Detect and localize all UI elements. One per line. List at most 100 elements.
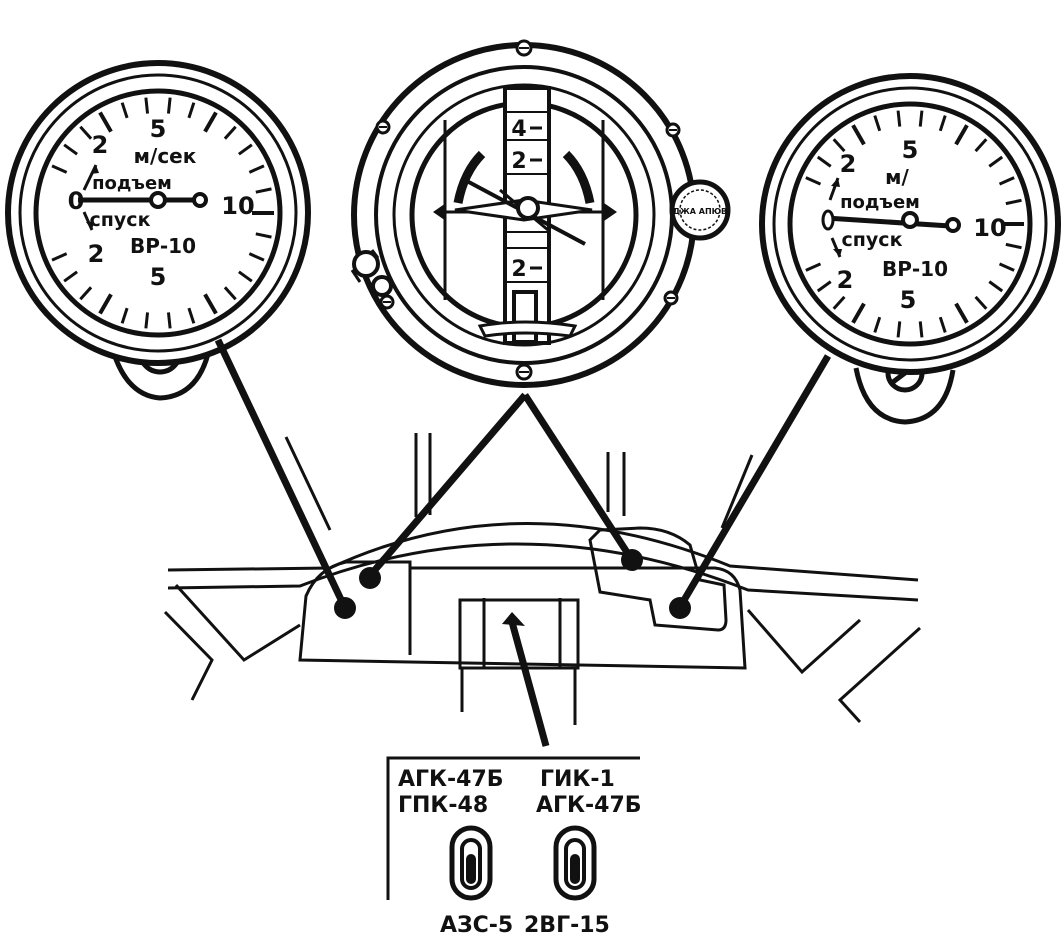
gauge-tick xyxy=(238,143,253,156)
left-gauge-climb: подъем xyxy=(92,173,172,194)
center-gauge-knob-text: ДЖА АПЮВ xyxy=(673,207,727,216)
gauge-tick xyxy=(51,252,68,262)
gauge-tick xyxy=(805,262,822,272)
gauge-tick xyxy=(98,111,113,133)
right-gauge-label-top: 5 xyxy=(902,136,919,164)
gauge-tick xyxy=(98,293,113,315)
gauge-tick xyxy=(51,164,68,174)
gauge-tick xyxy=(954,124,969,146)
switch-label-azs-5: АЗС-5 xyxy=(440,913,513,938)
gauge-tick xyxy=(223,286,237,301)
switch-panel-right-bottom: АГК-47Б xyxy=(536,793,642,818)
center-left-arc-scale xyxy=(453,150,486,204)
gauge-tick xyxy=(918,321,924,338)
gauge-tick xyxy=(873,316,882,333)
gauge-tick xyxy=(166,97,172,114)
left-gauge-mount xyxy=(105,329,215,401)
right-variometer: 5 2 2 5 10 м/ подъем спуск ВР-10 xyxy=(759,73,1061,425)
center-tape-label-2: 2 xyxy=(511,149,526,174)
gauge-tick xyxy=(255,187,272,194)
center-right-arc-scale xyxy=(562,150,595,204)
gauge-tick xyxy=(851,124,866,146)
gauge-tick xyxy=(954,302,969,324)
right-gauge-label-left-lower: 2 xyxy=(837,266,854,294)
center-tape-label-3: 2 xyxy=(511,257,526,282)
gauge-tick xyxy=(255,232,272,239)
gauge-tick xyxy=(120,102,129,119)
gauge-tick xyxy=(120,307,129,324)
leader-lines xyxy=(214,338,832,747)
center-gauge-screws xyxy=(375,39,681,381)
switch-azs-5[interactable] xyxy=(449,825,493,901)
right-gauge-ticks xyxy=(805,110,1024,338)
gauge-tick xyxy=(238,270,253,283)
gauge-tick xyxy=(144,312,150,329)
cockpit-panel-outline xyxy=(163,433,922,725)
left-gauge-label-top: 5 xyxy=(150,115,167,143)
left-gauge-label-bottom: 5 xyxy=(150,263,167,291)
gauge-tick xyxy=(851,302,866,324)
gauge-tick xyxy=(816,280,832,293)
switch-panel-left-top: АГК-47Б xyxy=(398,767,504,792)
left-gauge-label-right: 10 xyxy=(221,192,254,220)
right-gauge-label-right: 10 xyxy=(973,214,1006,242)
switch-label-2vg-15: 2ВГ-15 xyxy=(524,913,610,938)
gauge-tick xyxy=(144,97,150,114)
center-tape-label-1: 4 xyxy=(511,117,526,142)
gauge-tick xyxy=(203,111,218,133)
gauge-tick xyxy=(187,102,196,119)
center-attitude-indicator: 4 2 2 ДЖА АПЮВ xyxy=(350,39,731,388)
right-gauge-label-left-upper: 2 xyxy=(840,150,857,178)
gauge-tick xyxy=(223,125,237,140)
gauge-tick xyxy=(988,280,1004,293)
gauge-tick xyxy=(187,307,196,324)
right-gauge-label-bottom: 5 xyxy=(900,286,917,314)
gauge-tick xyxy=(63,270,78,283)
gauge-tick xyxy=(998,176,1015,186)
left-gauge-units: м/сек xyxy=(134,144,197,168)
switch-panel: АГК-47Б ГПК-48 ГИК-1 АГК-47Б АЗС-5 2ВГ-1… xyxy=(386,756,642,938)
left-gauge-label-zero: 0 xyxy=(68,187,85,215)
gauge-tick xyxy=(79,286,93,301)
gauge-tick xyxy=(998,262,1015,272)
gauge-tick xyxy=(918,110,924,127)
gauge-tick xyxy=(974,138,988,153)
right-gauge-climb: подъем xyxy=(840,192,920,213)
gauge-tick xyxy=(988,155,1004,168)
switch-panel-right-top: ГИК-1 xyxy=(540,767,615,792)
gauge-tick xyxy=(248,252,265,262)
gauge-tick xyxy=(974,295,988,310)
left-gauge-ticks xyxy=(51,97,274,329)
gauge-tick xyxy=(166,312,172,329)
gauge-tick xyxy=(203,293,218,315)
right-gauge-needle xyxy=(825,215,951,229)
left-gauge-bezel xyxy=(5,60,311,366)
center-gauge-lamp xyxy=(352,250,380,278)
gauge-tick xyxy=(832,295,846,310)
switch-panel-left-bottom: ГПК-48 xyxy=(398,793,488,818)
right-gauge-descent: спуск xyxy=(842,229,903,251)
gauge-tick xyxy=(805,176,822,186)
gauge-tick xyxy=(938,115,947,132)
left-gauge-model: ВР-10 xyxy=(130,234,196,258)
left-gauge-descent: спуск xyxy=(90,209,151,231)
left-gauge-label-left-upper: 2 xyxy=(92,131,109,159)
gauge-tick xyxy=(1005,242,1022,250)
left-variometer: 5 2 0 2 5 10 м/сек подъем спуск ВР-10 xyxy=(5,60,311,401)
switch-panel-bracket xyxy=(386,756,640,900)
gauge-tick xyxy=(248,164,265,174)
gauge-tick xyxy=(896,110,902,127)
gauge-tick xyxy=(938,316,947,333)
gauge-tick xyxy=(816,155,832,168)
gauge-tick xyxy=(832,138,846,153)
right-gauge-units: м/ xyxy=(885,165,909,189)
switch-2vg-15[interactable] xyxy=(553,825,597,901)
right-gauge-model: ВР-10 xyxy=(882,257,948,281)
gauge-tick xyxy=(63,143,78,156)
gauge-tick xyxy=(896,321,902,338)
gauge-tick xyxy=(79,125,93,140)
right-gauge-mount xyxy=(853,367,956,425)
gauge-tick xyxy=(873,115,882,132)
gauge-tick xyxy=(1005,198,1022,206)
